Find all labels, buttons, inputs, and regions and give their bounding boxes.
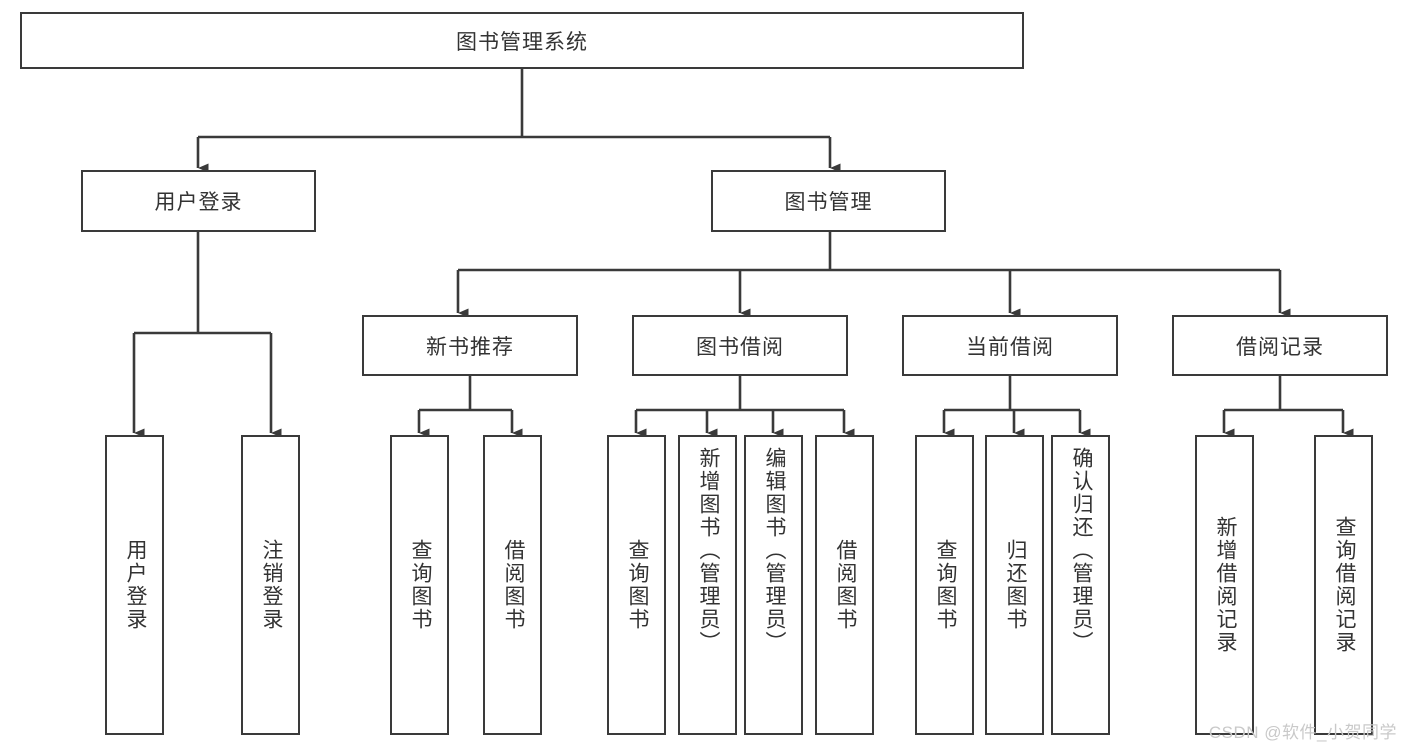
leaf-query-book-borrowing[interactable]: 查询图书 bbox=[607, 435, 666, 735]
watermark-text: CSDN @软件_小贺同学 bbox=[1208, 723, 1397, 742]
node-new-book-recommendation[interactable]: 新书推荐 bbox=[362, 315, 578, 376]
node-book-borrowing[interactable]: 图书借阅 bbox=[632, 315, 848, 376]
leaf-confirm-return-admin[interactable]: 确认归还（管理员） bbox=[1051, 435, 1110, 735]
leaf-add-book-admin[interactable]: 新增图书（管理员） bbox=[678, 435, 737, 735]
node-user-login[interactable]: 用户登录 bbox=[81, 170, 316, 232]
node-current-borrowing[interactable]: 当前借阅 bbox=[902, 315, 1118, 376]
leaf-borrow-book-borrowing[interactable]: 借阅图书 bbox=[815, 435, 874, 735]
leaf-query-book-current[interactable]: 查询图书 bbox=[915, 435, 974, 735]
leaf-add-borrow-record[interactable]: 新增借阅记录 bbox=[1195, 435, 1254, 735]
leaf-return-book[interactable]: 归还图书 bbox=[985, 435, 1044, 735]
node-root-book-management-system[interactable]: 图书管理系统 bbox=[20, 12, 1024, 69]
leaf-user-login[interactable]: 用户登录 bbox=[105, 435, 164, 735]
node-borrowing-records[interactable]: 借阅记录 bbox=[1172, 315, 1388, 376]
leaf-logout[interactable]: 注销登录 bbox=[241, 435, 300, 735]
leaf-query-book-recommend[interactable]: 查询图书 bbox=[390, 435, 449, 735]
leaf-borrow-book-recommend[interactable]: 借阅图书 bbox=[483, 435, 542, 735]
leaf-edit-book-admin[interactable]: 编辑图书（管理员） bbox=[744, 435, 803, 735]
leaf-query-borrow-record[interactable]: 查询借阅记录 bbox=[1314, 435, 1373, 735]
node-book-management[interactable]: 图书管理 bbox=[711, 170, 946, 232]
